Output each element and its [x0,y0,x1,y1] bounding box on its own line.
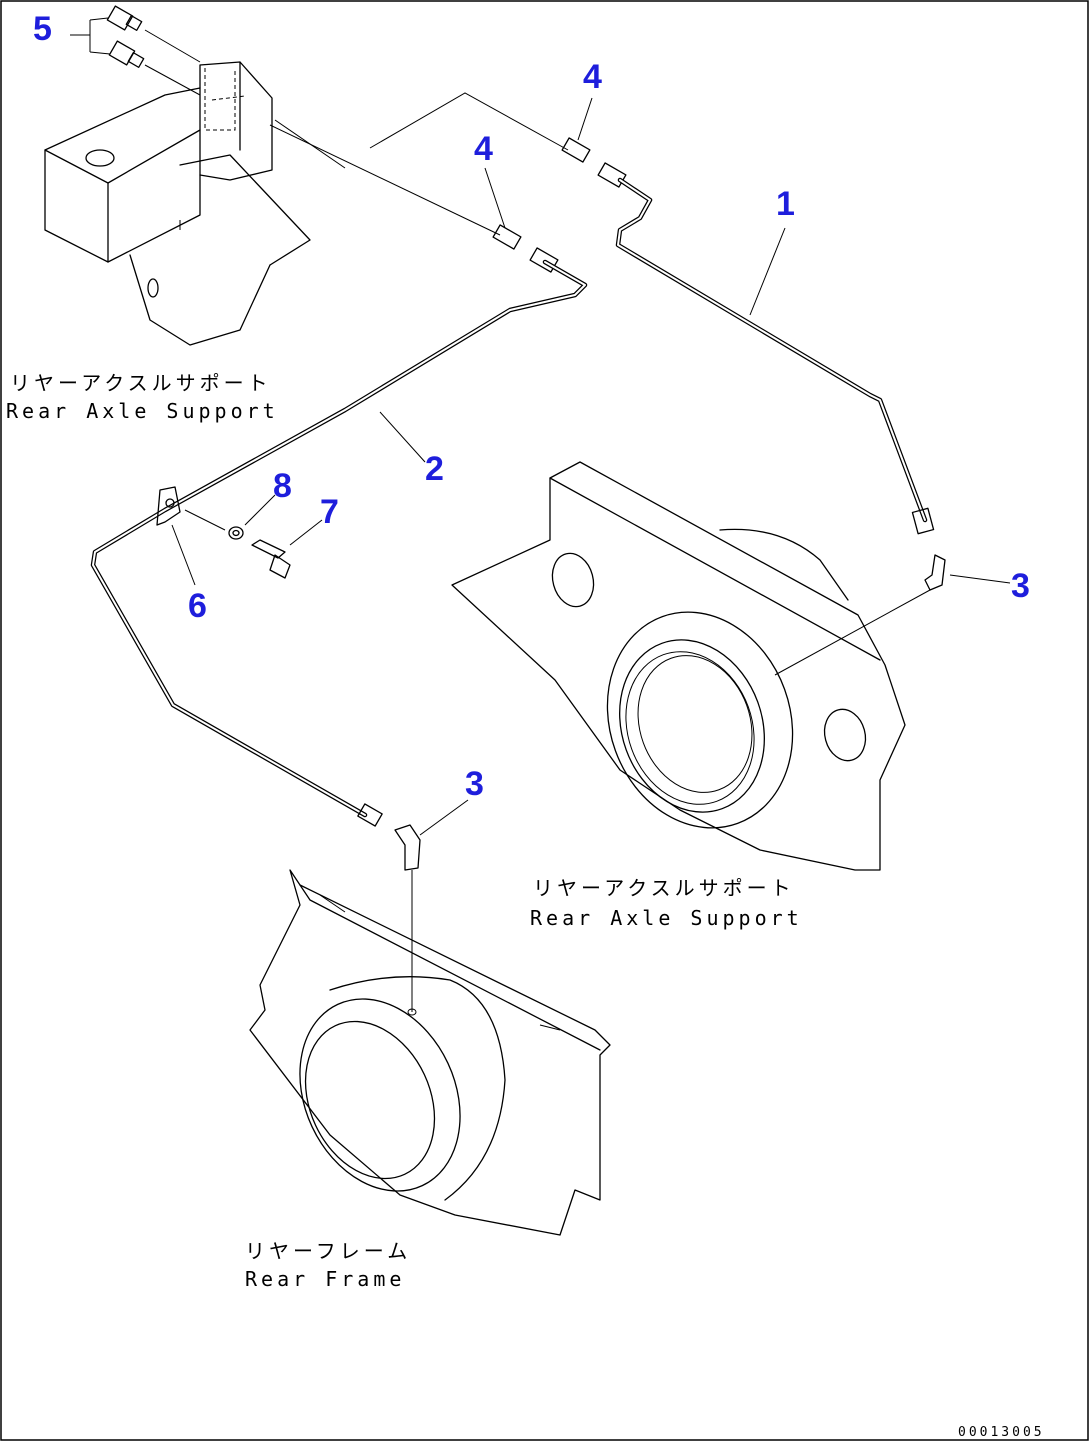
fitting-4-upper [561,137,627,188]
fitting-5-group [70,5,201,96]
clamp-6 [156,486,226,531]
label-support-mid-en: Rear Axle Support [530,906,803,930]
label-support-top-en: Rear Axle Support [6,399,279,423]
callout-2: 2 [425,450,444,488]
callout-6: 6 [188,587,207,625]
callout-4-lower: 4 [474,130,493,168]
leader-8 [244,494,276,526]
callout-3-upper: 3 [1011,567,1030,605]
washer-8 [228,526,244,540]
pipe-2 [90,259,588,827]
leader-3-lower [419,799,469,836]
leader-4-upper [577,97,593,141]
callout-8: 8 [273,467,292,505]
pipe-1 [615,177,935,535]
callout-4-upper: 4 [583,58,602,96]
label-support-mid-jp: リヤーアクスルサポート [533,876,795,900]
label-frame-jp: リヤーフレーム [245,1239,411,1263]
upper-axle-support [44,61,311,346]
middle-axle-support [451,461,931,871]
bolt-7 [251,539,291,579]
leader-line-top [369,92,569,151]
callout-5: 5 [33,10,52,48]
drawing-code: 00013005 [958,1425,1045,1440]
callout-3-lower: 3 [465,765,484,803]
elbow-3-upper [924,554,946,591]
leader-7 [289,519,323,546]
leader-3-upper [949,574,1011,584]
callout-1: 1 [776,185,795,223]
leader-2 [379,411,426,463]
callout-7: 7 [320,493,339,531]
leader-6 [171,524,196,586]
label-support-top-jp: リヤーアクスルサポート [10,371,272,395]
connector-line-4b [269,124,501,236]
rear-frame [249,869,611,1236]
leader-1 [749,227,786,316]
leader-4-lower [484,167,506,229]
elbow-3-lower [394,824,421,1012]
label-frame-en: Rear Frame [245,1267,405,1291]
